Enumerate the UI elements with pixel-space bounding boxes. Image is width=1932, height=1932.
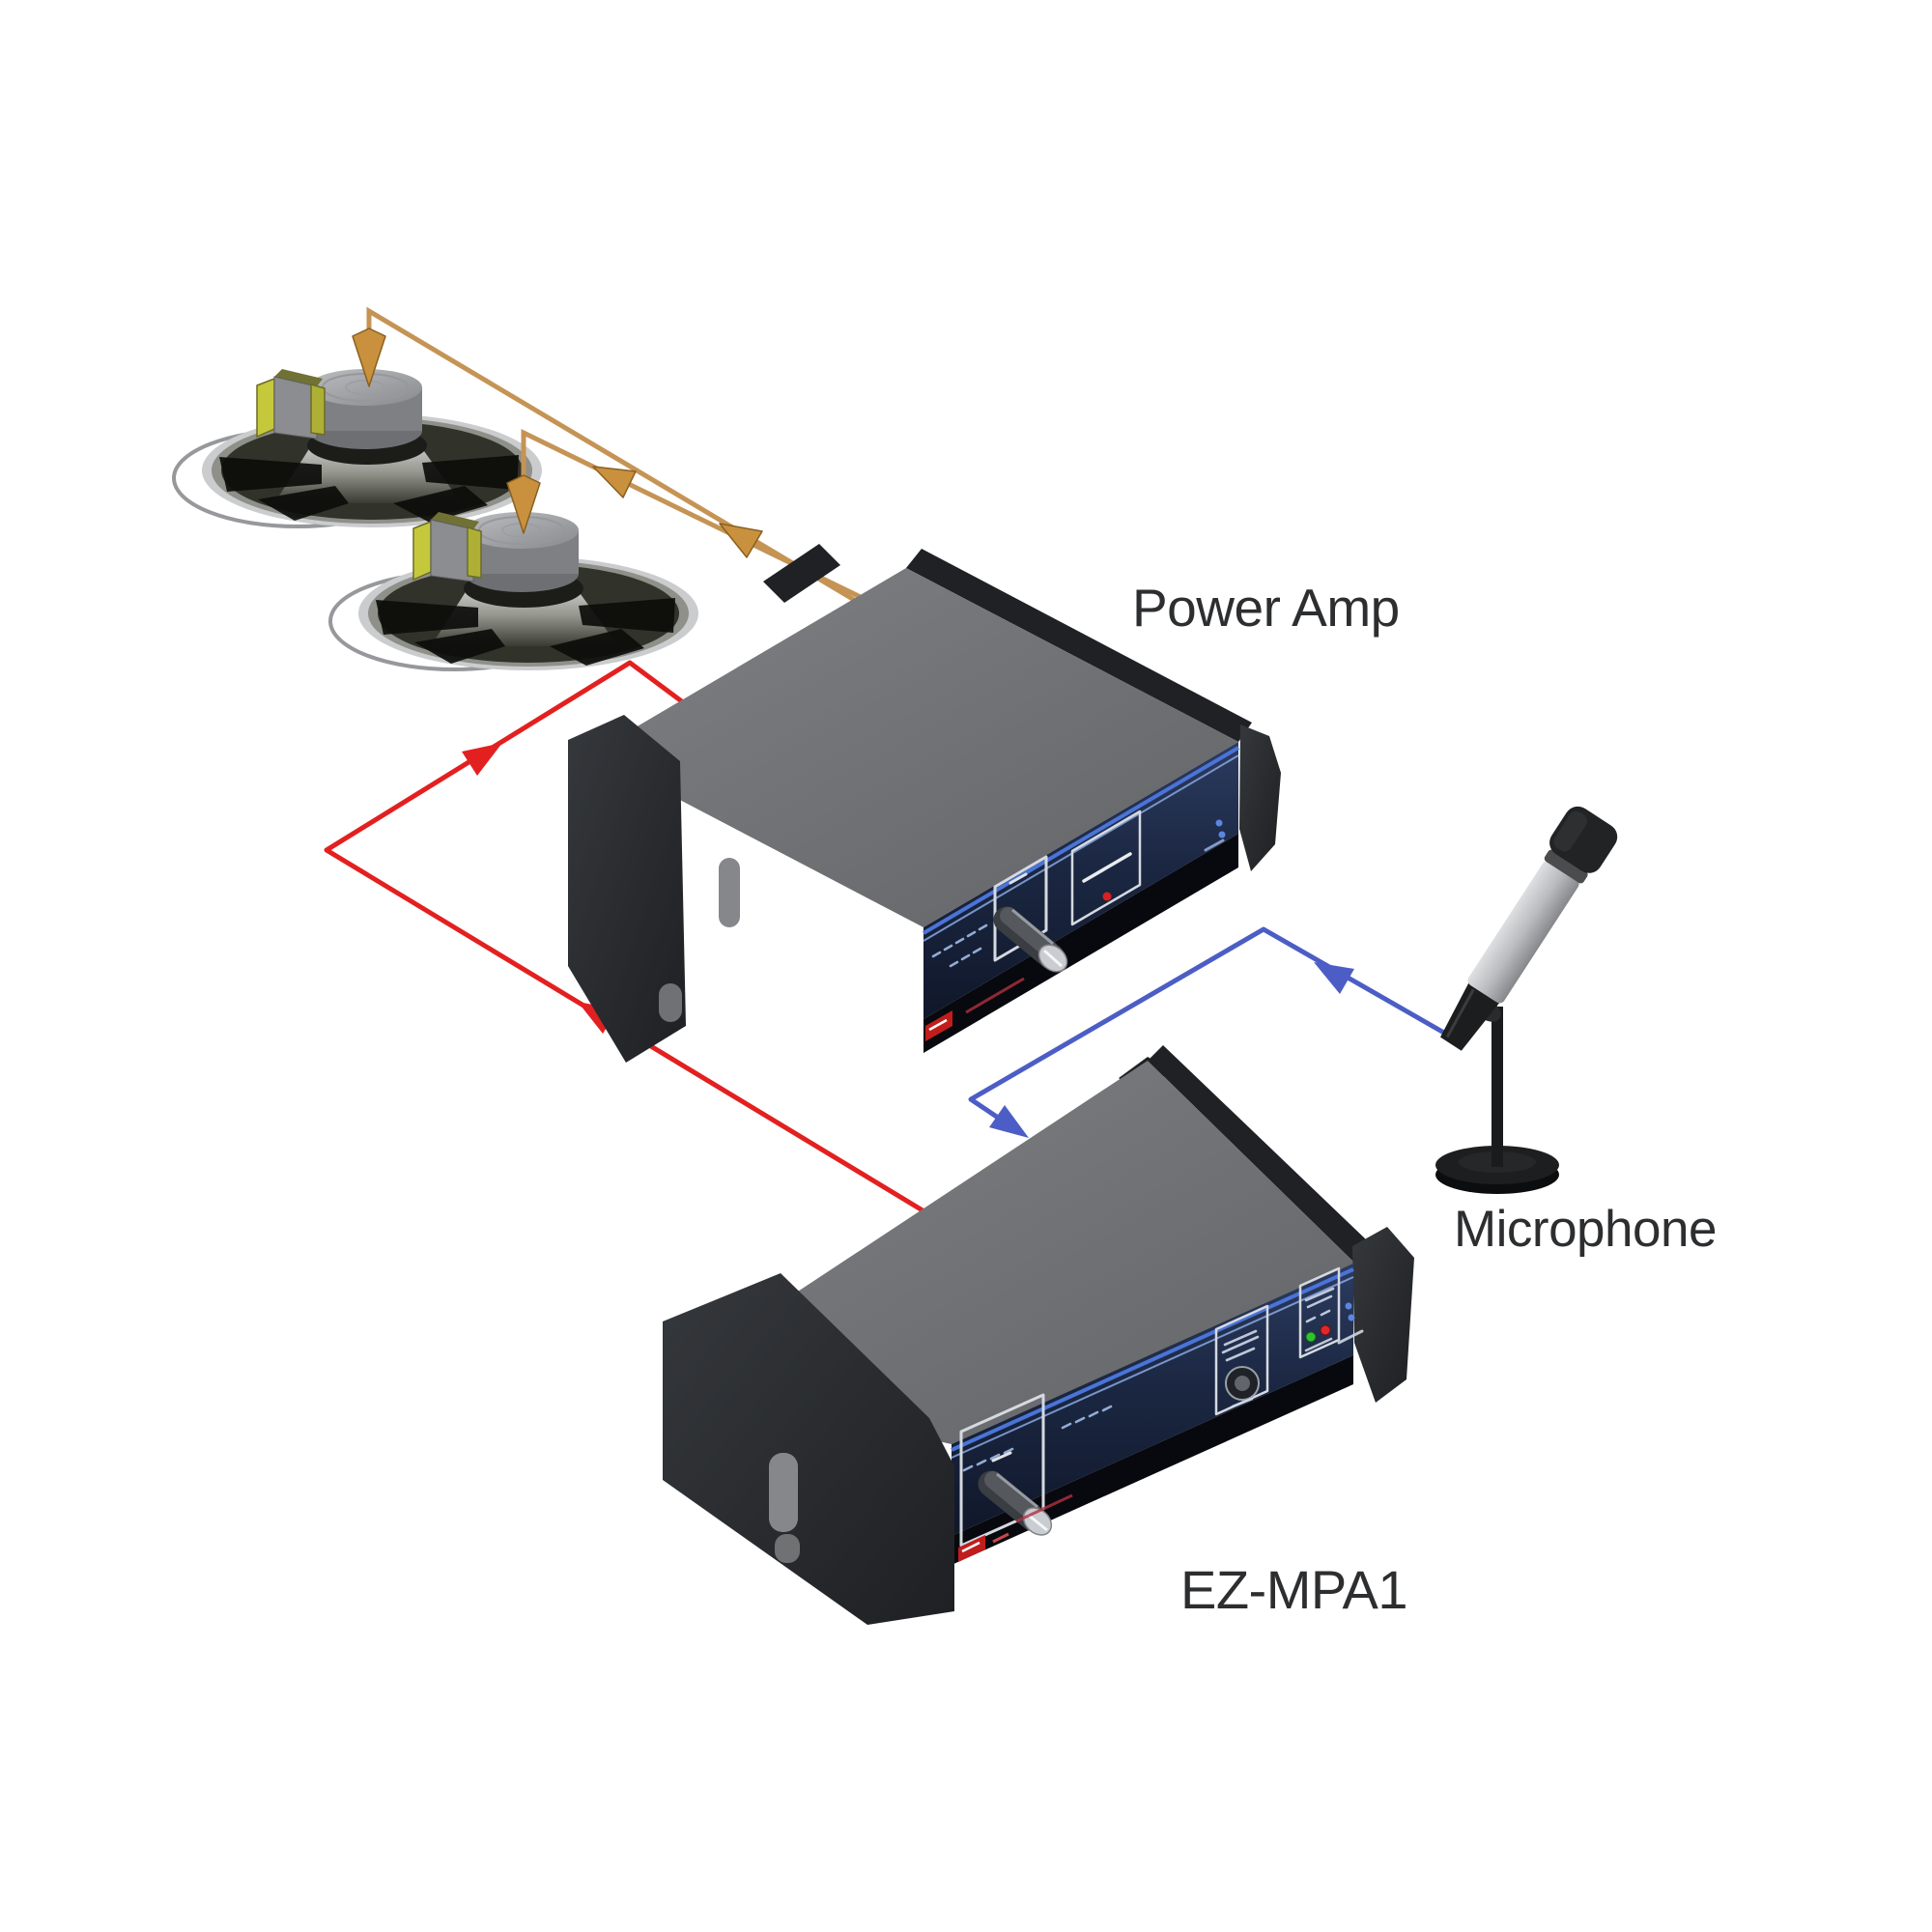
amp-level-knob xyxy=(993,906,1068,973)
preamp-panel-text xyxy=(962,1405,1113,1472)
amp-panel-text xyxy=(931,923,988,968)
microphone-figure xyxy=(1435,806,1618,1194)
amp-rear-edge xyxy=(906,549,1252,742)
preamp-rear-edge xyxy=(1148,1045,1367,1264)
clip-led-red xyxy=(1320,1324,1331,1336)
amp-foot-2 xyxy=(659,983,682,1022)
mic-wire-arrows xyxy=(989,962,1354,1138)
preamp-left-rack-ear xyxy=(663,1273,954,1625)
amp-top-face xyxy=(591,568,1238,927)
amp-left-rack-ear xyxy=(568,715,686,1063)
amp-right-rack-ear xyxy=(1239,724,1281,871)
amp-front-panel xyxy=(922,742,1240,1053)
preamp-device xyxy=(663,1045,1414,1625)
preamp-status-dots xyxy=(1337,1302,1364,1345)
preamp-foot-2 xyxy=(775,1534,800,1563)
mic-body-group xyxy=(1440,806,1618,1051)
amp-overload-led xyxy=(1102,892,1112,901)
power-amp-label: Power Amp xyxy=(1132,578,1400,638)
preamp-led-panel xyxy=(1298,1266,1341,1359)
preamp-label: EZ-MPA1 xyxy=(1180,1559,1407,1620)
power-amp-device xyxy=(568,544,1281,1063)
preamp-front-panel xyxy=(951,1264,1364,1565)
preamp-gain-section xyxy=(1214,1304,1269,1416)
preamp-right-rack-ear xyxy=(1352,1227,1414,1403)
microphone-label: Microphone xyxy=(1454,1201,1717,1258)
mic-stand-post xyxy=(1492,1007,1503,1167)
preamp-brand-label xyxy=(958,1493,1073,1562)
mic-xlr-end xyxy=(1440,981,1500,1051)
amp-level-knob-frame xyxy=(993,855,1048,962)
mic-handle xyxy=(1467,861,1579,1004)
amp-protection-window xyxy=(1070,810,1142,926)
amp-foot xyxy=(719,858,740,927)
mic-wire-path xyxy=(968,926,1451,1130)
power-led-green xyxy=(1305,1331,1317,1343)
preamp-foot xyxy=(769,1453,798,1532)
amp-status-dots xyxy=(1204,819,1226,852)
speaker-wire-arrows xyxy=(352,327,763,558)
amp-brand-label xyxy=(925,977,1025,1041)
amp-rear-edge-left xyxy=(763,544,840,603)
